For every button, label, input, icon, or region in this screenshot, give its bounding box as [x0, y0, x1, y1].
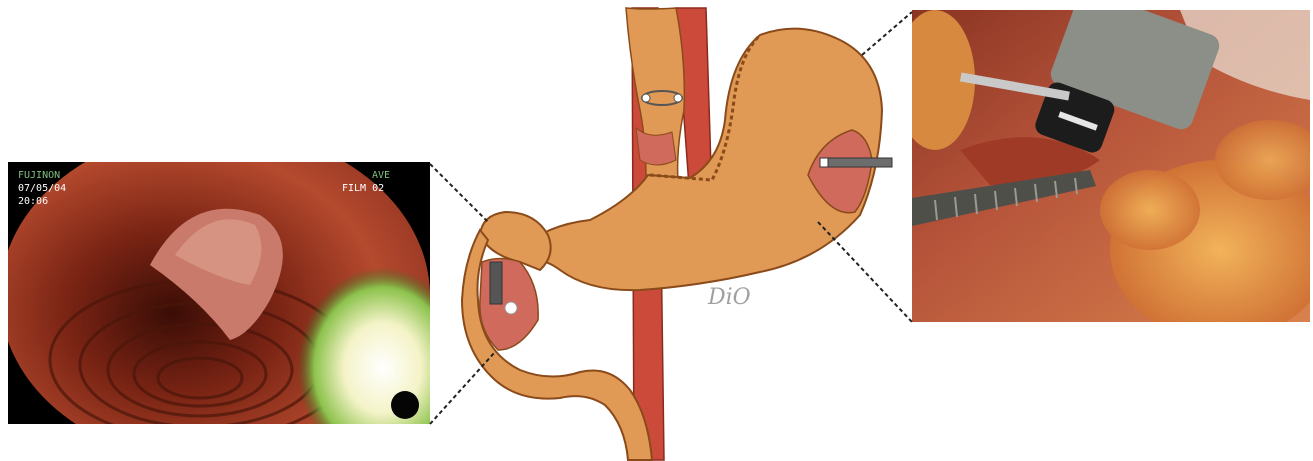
- light-source: [505, 302, 517, 314]
- endoscope-mode: AVE: [372, 170, 390, 181]
- stomach-diagram: DiO: [462, 8, 892, 460]
- endoscope-date: 07/05/04: [18, 183, 66, 194]
- callout-line-left-top: [430, 164, 488, 222]
- endoscope-film: FILM 02: [342, 183, 384, 194]
- endoscope-brand: FUJINON: [18, 170, 60, 181]
- laparoscopy-photo: [895, 0, 1313, 340]
- artist-signature: DiO: [707, 285, 751, 310]
- surgical-trocar: [826, 158, 892, 167]
- callout-line-right-top: [862, 12, 912, 55]
- endoscopy-photo: FUJINON 07/05/04 20:06 AVE FILM 02: [0, 128, 430, 461]
- endoscope-tip: [490, 262, 502, 304]
- endoscope-time: 20:06: [18, 196, 48, 207]
